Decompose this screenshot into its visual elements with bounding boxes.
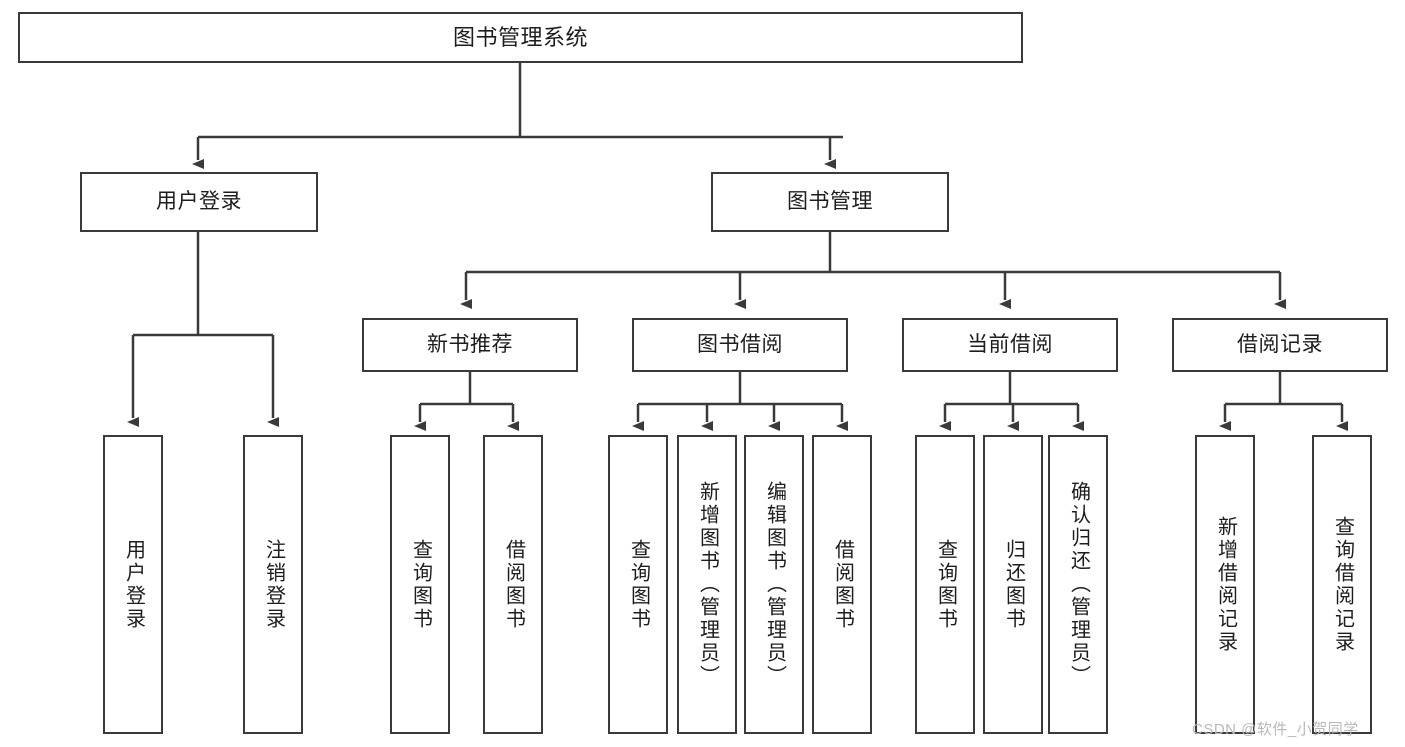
node-borrow-record[interactable]: 借阅记录 [1172,318,1388,372]
leaf-cb-query-book[interactable]: 查询图书 [915,435,975,734]
leaf-bb-borrow-book-label: 借阅图书 [831,538,854,631]
leaf-bb-query-book[interactable]: 查询图书 [608,435,668,734]
node-current-borrow-label: 当前借阅 [967,332,1053,356]
leaf-bb-edit-book-label: 编辑图书（管理员） [763,481,786,688]
leaf-bb-add-book-label: 新增图书（管理员） [696,481,719,688]
leaf-logout-label: 注销登录 [262,538,285,631]
leaf-cb-return-book[interactable]: 归还图书 [983,435,1043,734]
node-new-book-recommend[interactable]: 新书推荐 [362,318,578,372]
node-user-login-label: 用户登录 [156,189,242,213]
leaf-bb-edit-book[interactable]: 编辑图书（管理员） [744,435,804,734]
leaf-cb-confirm-return[interactable]: 确认归还（管理员） [1048,435,1108,734]
leaf-cb-query-book-label: 查询图书 [934,538,957,631]
node-book-borrow-label: 图书借阅 [697,332,783,356]
leaf-bb-borrow-book[interactable]: 借阅图书 [812,435,872,734]
node-book-borrow[interactable]: 图书借阅 [632,318,848,372]
leaf-user-login[interactable]: 用户登录 [103,435,163,734]
node-user-login[interactable]: 用户登录 [80,172,318,232]
leaf-bb-query-book-label: 查询图书 [627,538,650,631]
leaf-br-add-record[interactable]: 新增借阅记录 [1195,435,1255,734]
leaf-nb-query-book-label: 查询图书 [409,538,432,631]
leaf-bb-add-book[interactable]: 新增图书（管理员） [677,435,737,734]
node-root-system[interactable]: 图书管理系统 [18,12,1023,63]
node-borrow-record-label: 借阅记录 [1237,332,1323,356]
leaf-cb-return-book-label: 归还图书 [1002,538,1025,631]
leaf-nb-borrow-book[interactable]: 借阅图书 [483,435,543,734]
node-root-label: 图书管理系统 [452,24,588,50]
node-book-manage-label: 图书管理 [787,189,873,213]
leaf-br-query-record-label: 查询借阅记录 [1331,515,1354,654]
leaf-br-query-record[interactable]: 查询借阅记录 [1312,435,1372,734]
leaf-nb-query-book[interactable]: 查询图书 [390,435,450,734]
leaf-br-add-record-label: 新增借阅记录 [1214,515,1237,654]
csdn-watermark: CSDN @软件_小贺同学 [1192,721,1359,738]
node-current-borrow[interactable]: 当前借阅 [902,318,1118,372]
leaf-logout[interactable]: 注销登录 [243,435,303,734]
leaf-user-login-label: 用户登录 [122,538,145,631]
node-new-book-recommend-label: 新书推荐 [427,332,513,356]
node-book-manage[interactable]: 图书管理 [711,172,949,232]
leaf-nb-borrow-book-label: 借阅图书 [502,538,525,631]
leaf-cb-confirm-return-label: 确认归还（管理员） [1067,481,1090,688]
